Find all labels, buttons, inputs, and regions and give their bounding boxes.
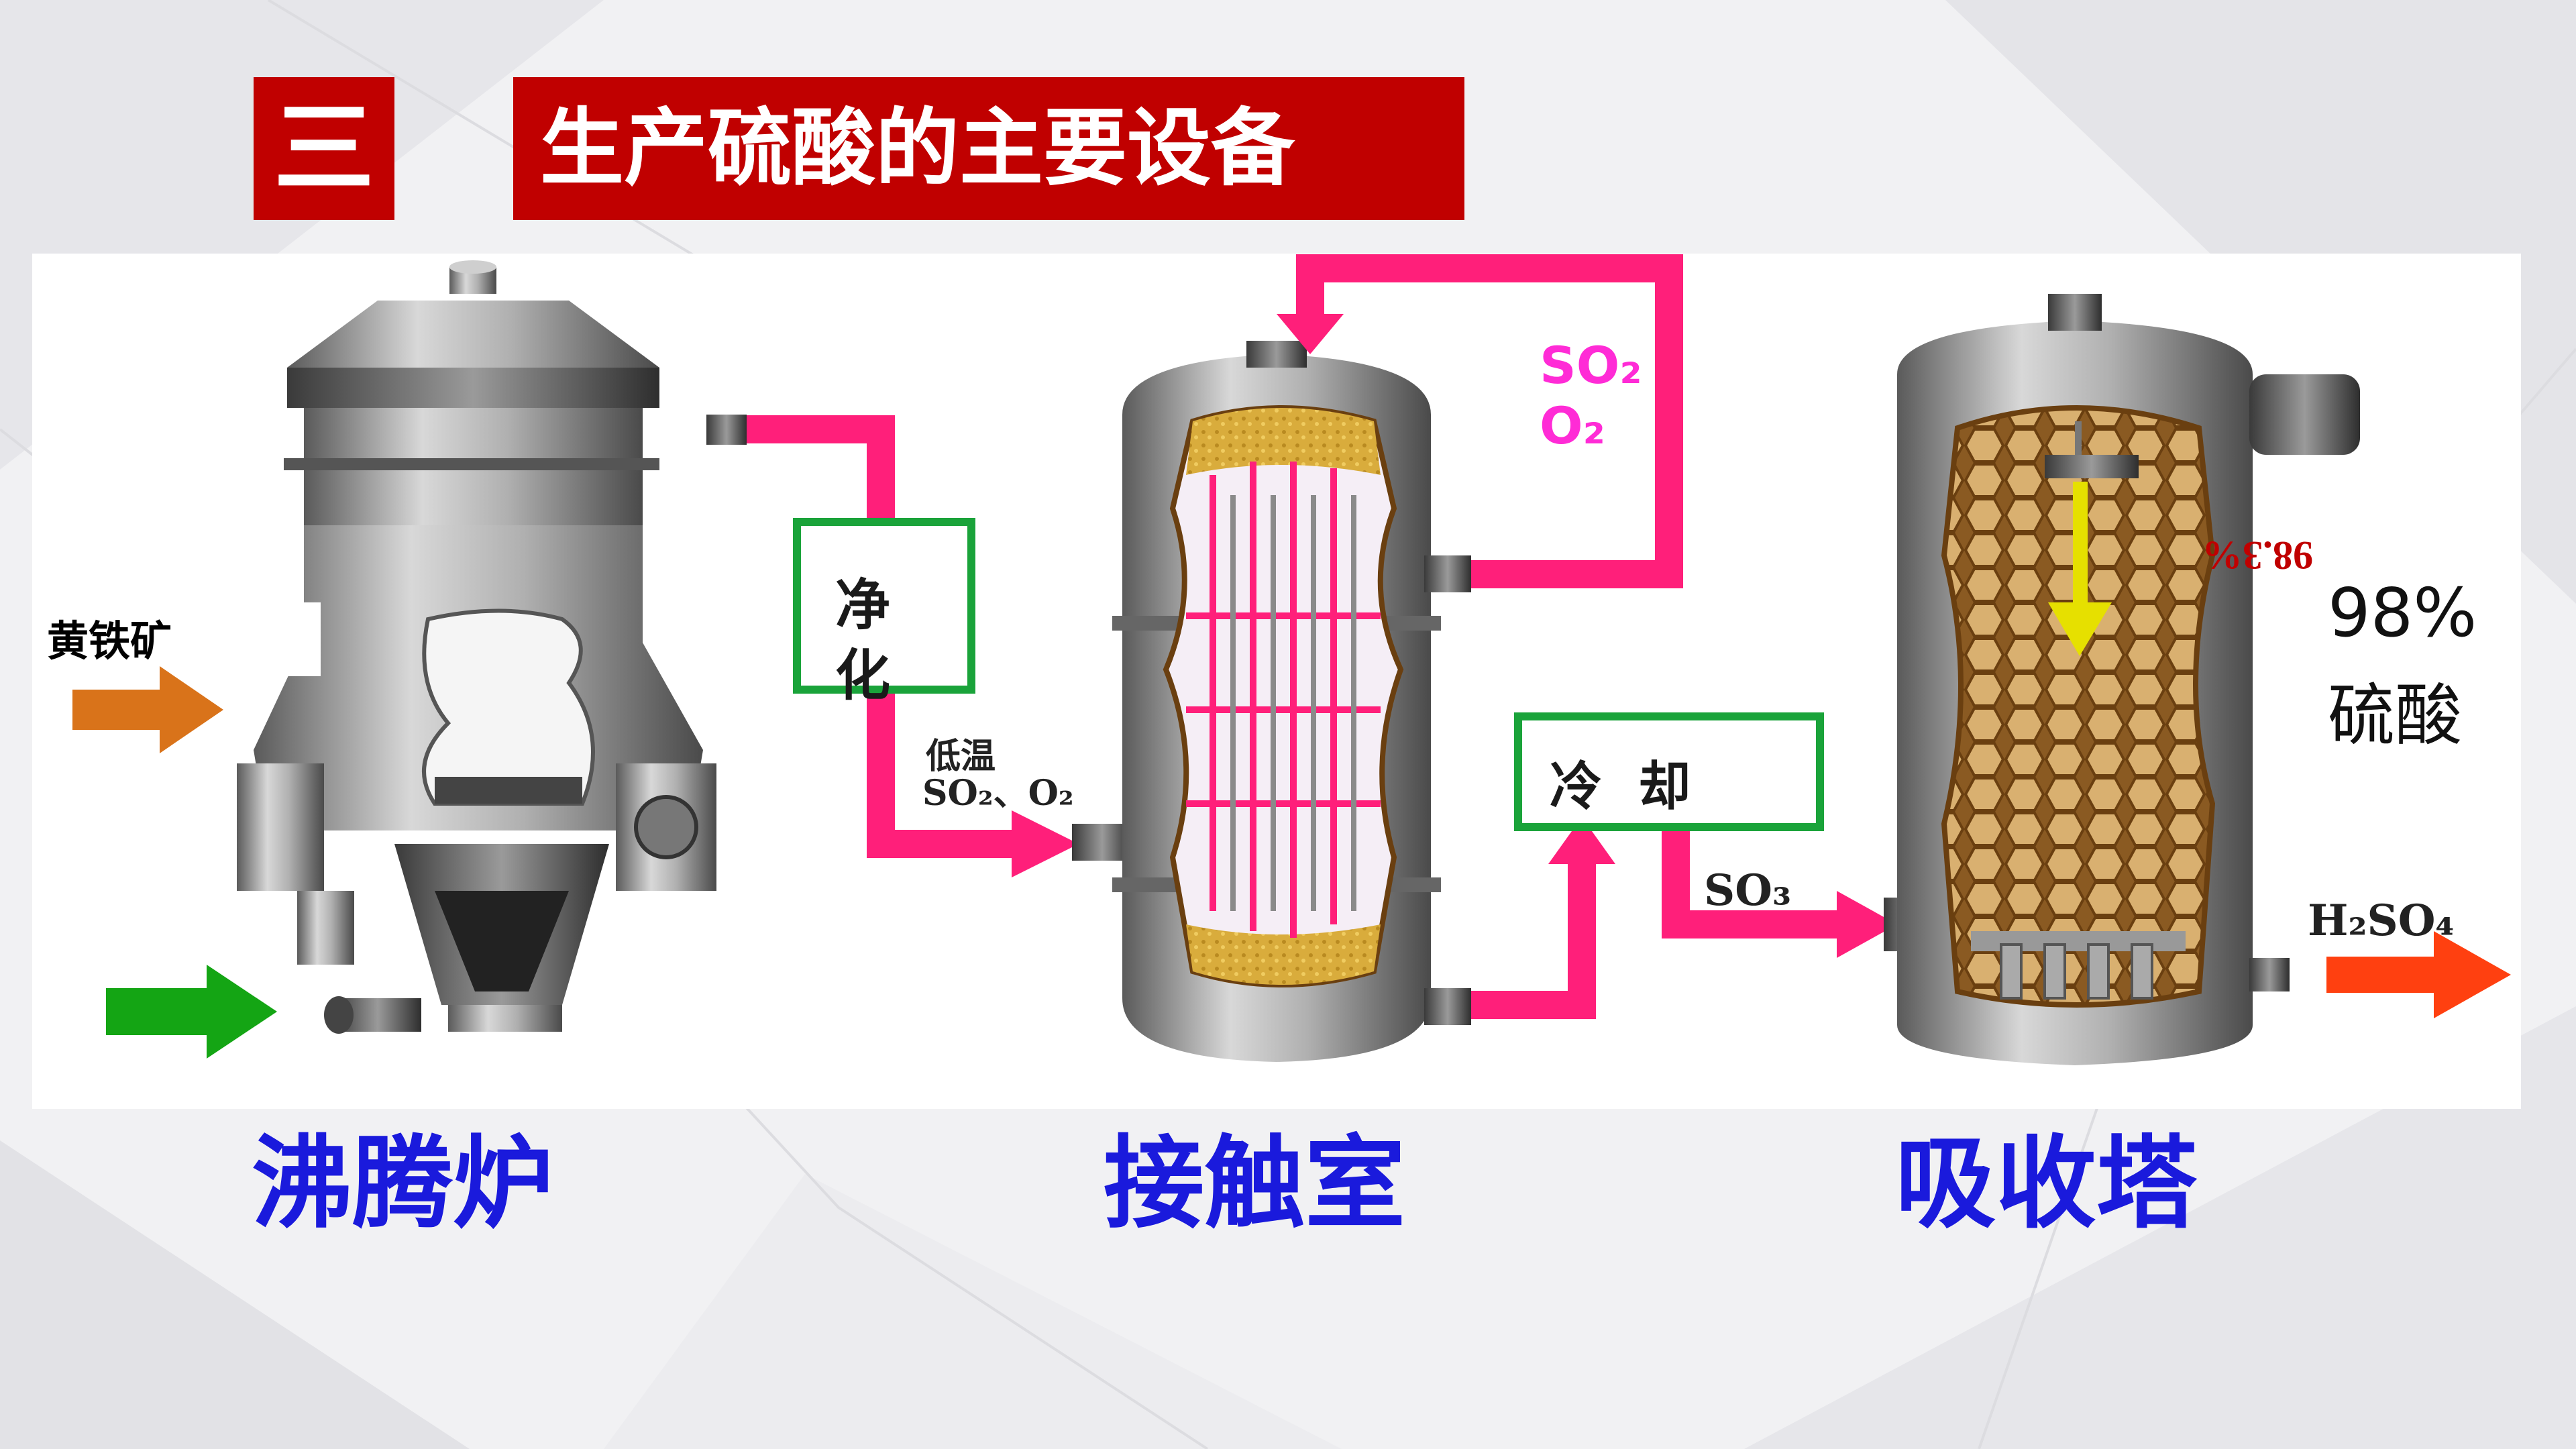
contact-chamber-illustration (1072, 341, 1471, 1062)
section-number: 三 (254, 77, 394, 220)
recycle-so2-label: SO₂ (1540, 335, 1642, 395)
page-title: 生产硫酸的主要设备 (513, 77, 1464, 220)
pyrite-label: 黄铁矿 (47, 607, 172, 667)
cool-label: 冷 却 (1550, 745, 1690, 820)
h2so4-label: H₂SO₄ (2308, 896, 2455, 946)
purify-char-2: 化 (835, 631, 890, 710)
so3-label: SO₃ (1704, 865, 1791, 916)
acid-name-label: 硫酸 (2328, 661, 2462, 758)
process-diagram: 98.3% (32, 254, 2521, 1109)
recycle-o2-label: O₂ (1540, 396, 1605, 455)
low-temp-gas-label: SO₂、O₂ (922, 765, 1074, 815)
label-absorption-tower: 吸收塔 (1895, 1134, 2197, 1234)
label-contact-chamber: 接触室 (1104, 1134, 1405, 1234)
svg-text:98.3%: 98.3% (2202, 533, 2313, 578)
label-boiling-furnace: 沸腾炉 (252, 1134, 553, 1234)
purify-char-1: 净 (835, 560, 890, 640)
acid-concentration-label: 98% (2328, 574, 2477, 652)
